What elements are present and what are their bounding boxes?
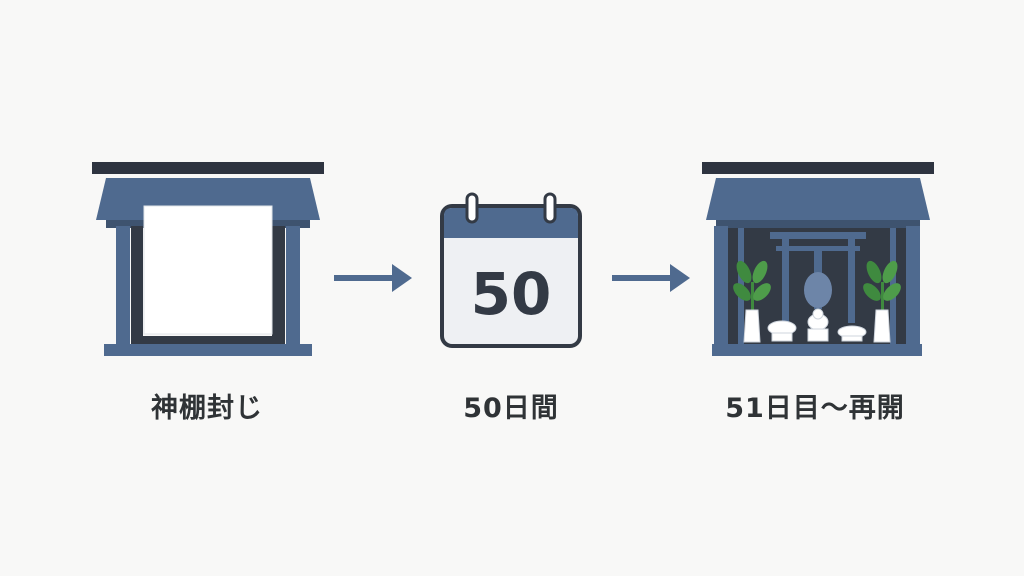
calendar-number: 50 (471, 260, 552, 328)
open-shrine-icon (702, 162, 934, 356)
step-label-seal: 神棚封じ (151, 393, 263, 424)
calendar-icon: 50 (440, 192, 582, 348)
arrow-right-icon (612, 264, 690, 292)
step-label-duration: 50日間 (463, 393, 559, 424)
arrow-right-icon (334, 264, 412, 292)
sealed-shrine-icon (92, 162, 324, 356)
step-label-resume: 51日目〜再開 (725, 393, 905, 424)
